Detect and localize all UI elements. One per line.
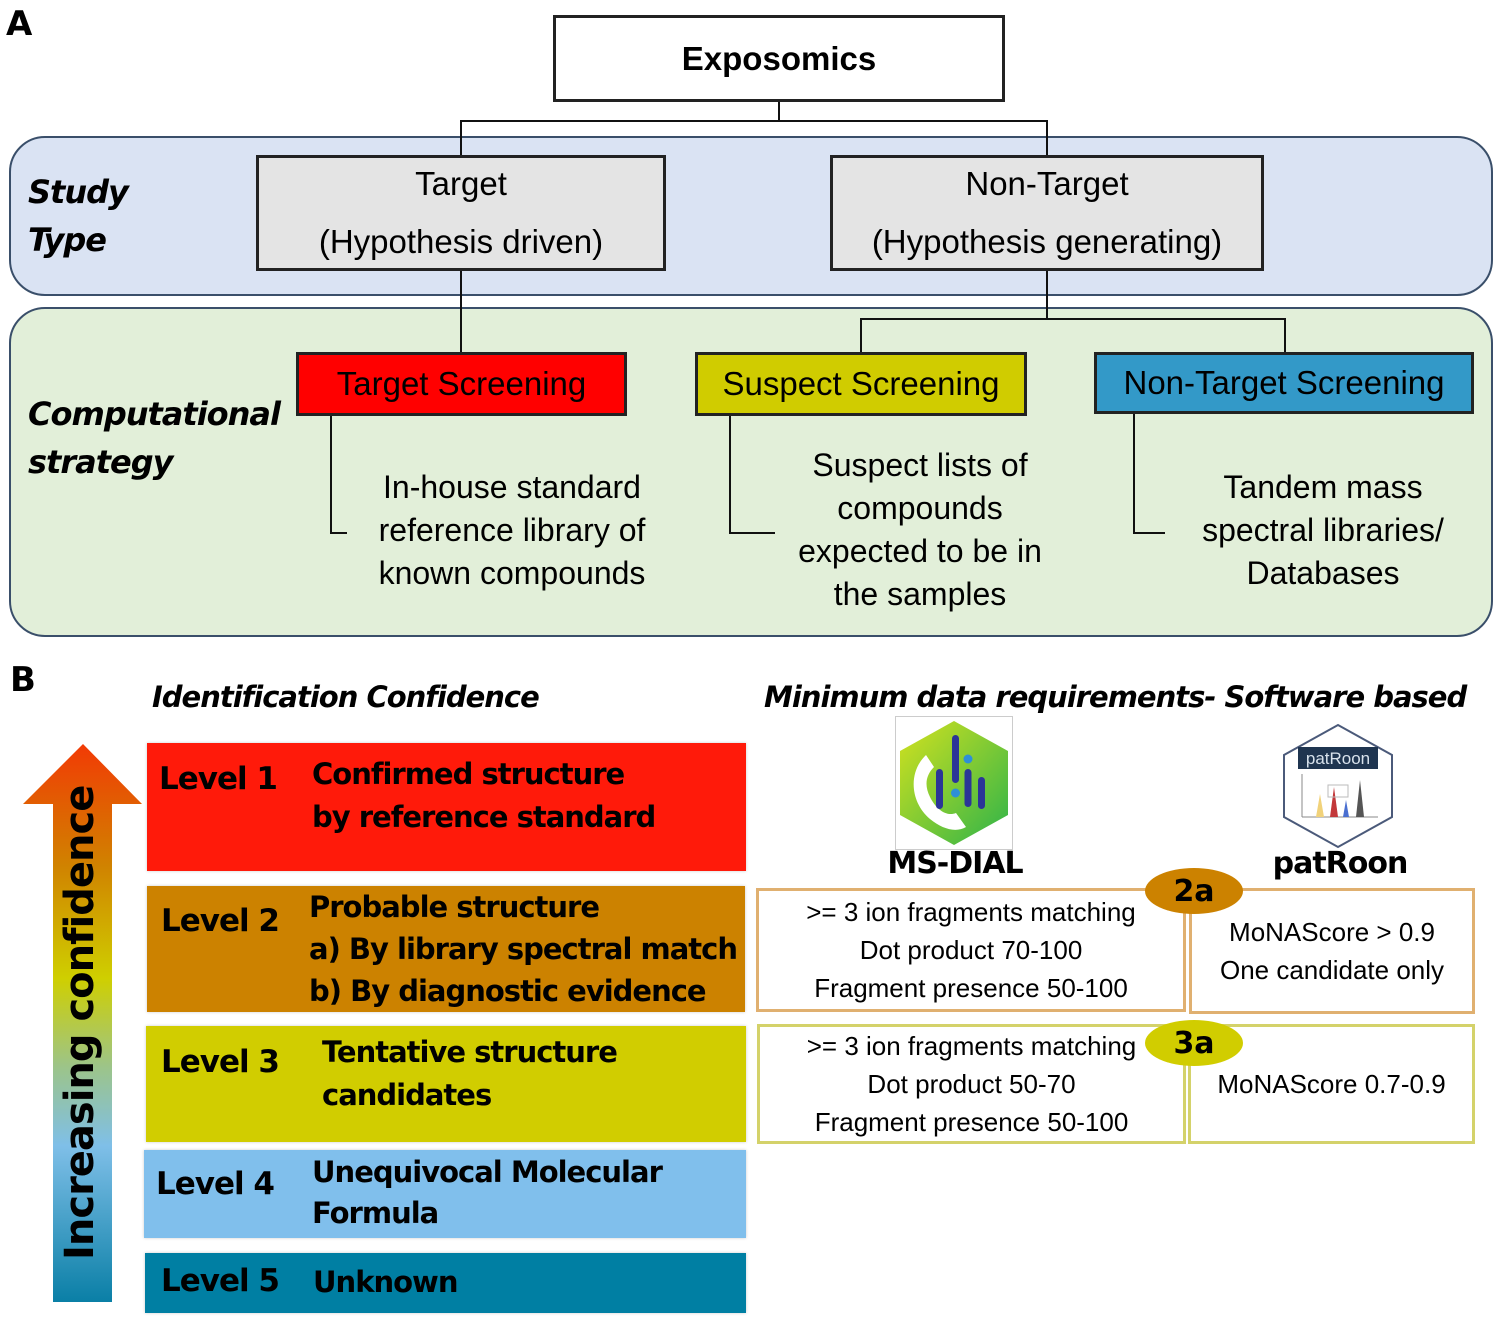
non-target-screening-description: Tandem mass spectral libraries/ Database… [1202,469,1444,591]
study-type-target-box: Target (Hypothesis driven) [256,155,666,271]
level-3a-badge: 3a [1145,1020,1243,1066]
level-1-box: Level 1 Confirmed structure by reference… [147,743,746,871]
patroon-logo-text: patRoon [1306,749,1370,768]
bracket-connector [729,416,775,534]
increasing-confidence-label: Increasing confidence [57,785,103,1260]
connector [778,101,780,122]
minimum-requirements-title: Minimum data requirements- Software base… [764,680,1467,714]
connector [860,318,1286,320]
ms-dial-level-2a-requirements: >= 3 ion fragments matching Dot product … [756,888,1186,1012]
panel-b-label: B [10,660,36,700]
patroon-logo-icon: patRoon [1280,722,1396,850]
bracket-connector [330,416,347,534]
ms-dial-logo-icon [895,716,1013,850]
ms-dial-name: MS-DIAL [887,846,1023,881]
connector [460,120,1048,122]
non-target-screening-box: Non-Target Screening [1094,352,1474,414]
connector [1046,120,1048,156]
level-3-box: Level 3 Tentative structure candidates [146,1026,746,1142]
increasing-confidence-arrow [23,744,142,1302]
study-type-non-target-box: Non-Target (Hypothesis generating) [830,155,1264,271]
connector [860,318,862,354]
level-2-box: Level 2 Probable structure a) By library… [147,886,745,1012]
suspect-screening-box: Suspect Screening [695,352,1027,416]
level-5-box: Level 5 Unknown [145,1253,746,1313]
level-4-box: Level 4 Unequivocal Molecular Formula [144,1150,746,1238]
patroon-name: patRoon [1272,846,1409,881]
connector [1284,318,1286,354]
computational-strategy-label: Computational strategy [28,395,281,481]
level-2a-badge: 2a [1145,868,1243,914]
study-type-label: Study Type [28,173,129,259]
panel-a-label: A [6,4,33,44]
connector [460,120,462,156]
patroon-level-2a-requirements: MoNAScore > 0.9 One candidate only [1189,888,1475,1014]
bracket-connector [1133,414,1165,534]
identification-confidence-title: Identification Confidence [152,680,540,714]
connector [460,270,462,354]
suspect-screening-description: Suspect lists of compounds expected to b… [798,447,1042,612]
target-screening-description: In-house standard reference library of k… [378,469,646,591]
ms-dial-level-3a-requirements: >= 3 ion fragments matching Dot product … [757,1024,1186,1144]
target-screening-box: Target Screening [296,352,627,416]
connector [1046,270,1048,320]
study-type-band [9,136,1493,296]
exposomics-root-box: Exposomics [553,15,1005,102]
